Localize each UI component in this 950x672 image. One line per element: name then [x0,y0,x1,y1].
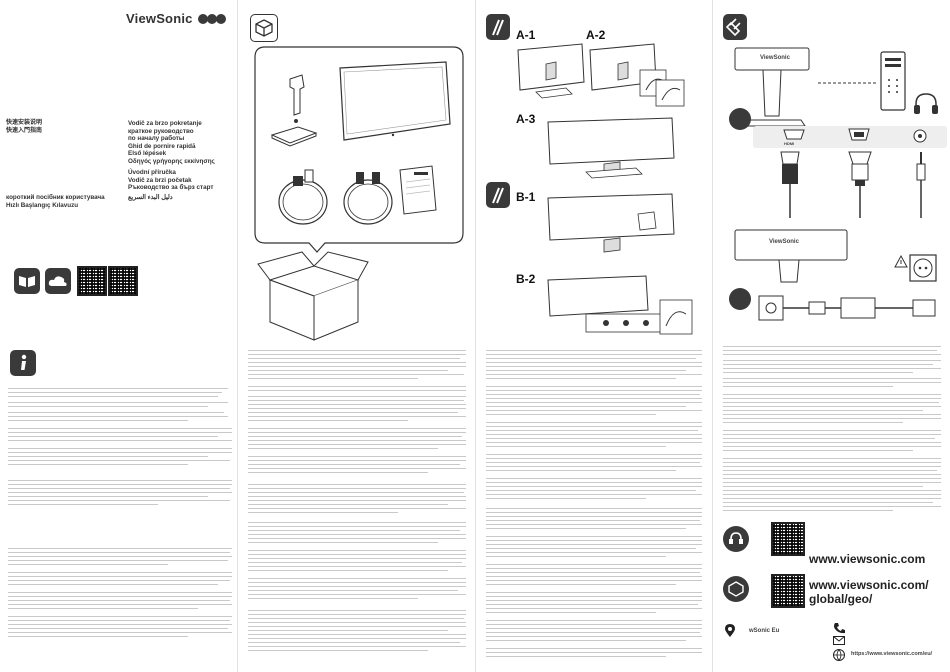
step-a3-illustration [547,117,675,179]
web-globe-icon [833,649,845,662]
title-el: Οδηγός γρήγορης εκκίνησης [128,157,215,165]
base-illustration [270,126,318,147]
title-cs: Úvodní příručka [128,169,176,176]
vga-cable-plug [848,151,872,218]
title-sr: Vodič za brzi početak [128,176,192,184]
qr-code-support [771,522,805,556]
book-download-icon [14,268,40,294]
phone-icon [834,623,845,634]
power-adapter-illustration [758,295,936,321]
title-ro: Ghid de pornire rapidă [128,142,196,150]
footer-location: wSonic Eu [749,628,780,634]
box-contents-icon [250,14,278,42]
panel-divider [237,0,238,672]
panel-contents [238,0,475,672]
qr-code-2 [108,266,138,296]
monitor-back-brand-2: ViewSonic [769,239,799,245]
headset-support-icon [723,526,749,552]
title-list-cjk: 快速安装说明 快速入門指南 [6,120,42,135]
cloud-download-icon [45,268,71,294]
url-geo-line1[interactable]: www.viewsonic.com/ [809,578,929,592]
plug-icon [723,14,747,40]
audio-cable-plug [916,152,926,218]
brand-logo: ViewSonic [126,11,193,26]
open-box-illustration [257,251,369,341]
step-a3-label: A-3 [516,112,536,126]
step-2-marker [729,288,751,310]
monitor-illustration [339,61,451,141]
step-a2-detail [655,79,685,107]
screwdriver-icon [486,14,510,40]
url-main[interactable]: www.viewsonic.com [809,552,926,566]
panel-divider [712,0,713,672]
location-pin-icon [725,624,735,637]
stand-illustration [289,74,305,123]
title-list-europe: Vodič za brzo pokretanje краткое руковод… [128,120,215,192]
title-tr: Hızlı Başlangıç Kılavuzu [6,201,79,209]
warning-icon [894,254,908,268]
hdmi-port-label: HDMI [784,141,795,146]
hdmi-port-icon [783,129,805,140]
globe-box-icon [723,576,749,602]
step-a2-label: A-2 [586,28,606,42]
step-b2-label: B-2 [516,272,536,286]
url-geo-line2[interactable]: global/geo/ [809,592,873,606]
screwdriver-icon-b [486,182,510,208]
hdmi-cable-illustration [343,172,393,225]
panel-cover: ViewSonic 快速安装说明 快速入門指南 Vodič za brzo po… [0,0,237,672]
qr-code-geo [771,574,805,608]
hdmi-cable-plug [780,151,800,218]
step-b1-label: B-1 [516,190,536,204]
monitor-back-power-illustration [734,229,848,283]
headphones-icon [914,93,938,114]
power-outlet-icon [909,254,937,282]
footer-url[interactable]: https://www.viewsonic.com/eu/ [851,651,933,657]
panel-installation: A-1 A-2 A-3 B-1 B-2 [476,0,712,672]
birds-logo-icon [198,14,226,24]
pc-tower-icon [880,51,906,111]
mail-icon [833,636,845,645]
info-icon [10,350,36,376]
title-bg: Ръководство за бърз старт [128,184,214,191]
step-1-marker [729,108,751,130]
title-zh-tw: 快速入門指南 [6,127,43,134]
step-b2-illustration [547,275,693,335]
step-a1-illustration [517,43,585,99]
panel-divider [475,0,476,672]
title-zh-cn: 快速安装说明 [6,120,43,126]
connection-dashed-arrow [818,82,878,84]
title-hr: Vodič za brzo pokretanje [128,120,202,127]
step-a1-label: A-1 [516,28,536,42]
title-list-bottom: короткий посібник користувача Hızlı Başl… [6,194,105,209]
qr-code-1 [77,266,107,296]
title-ru-2: по началу работы [128,135,185,142]
title-ar: دليل البدء السريع [128,194,173,201]
title-uk: короткий посібник користувача [6,194,105,201]
monitor-back-brand: ViewSonic [760,55,790,61]
title-hu: Első lépések [128,150,167,157]
panel-connections: ViewSonic HDMI [713,0,950,672]
title-ru-1: краткое руководство [128,127,194,135]
power-cable-illustration [278,169,328,225]
guide-booklet-illustration [399,165,437,215]
vga-port-icon [848,128,870,141]
audio-port-icon [913,129,927,143]
step-b1-illustration [547,193,675,253]
